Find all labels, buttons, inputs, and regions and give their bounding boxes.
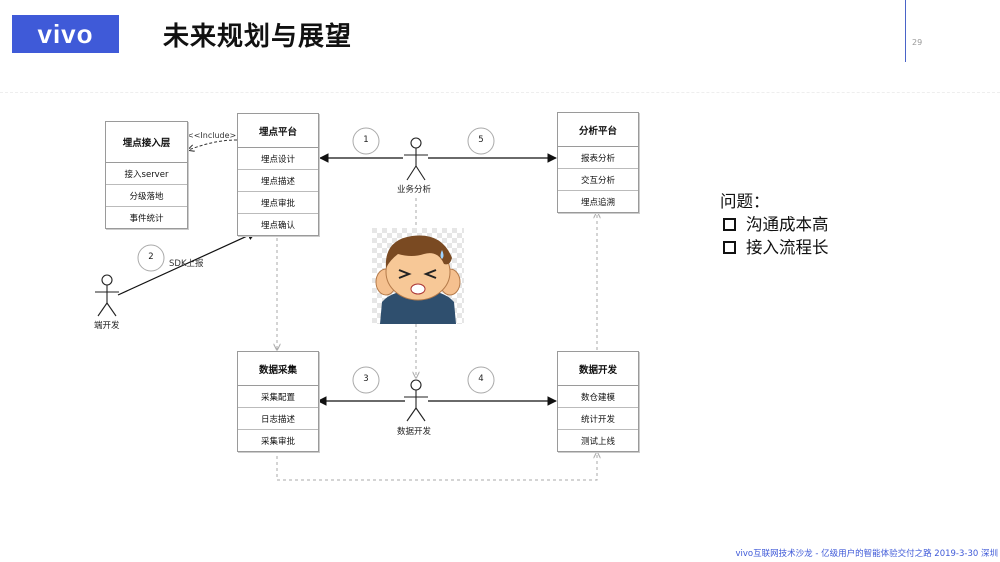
box-collect-title: 数据采集 bbox=[238, 352, 318, 386]
step-circle-3 bbox=[352, 366, 380, 394]
box-row: 埋点设计 bbox=[238, 148, 318, 170]
box-row: 分级落地 bbox=[106, 185, 187, 207]
sdk-label: SDK上报 bbox=[169, 259, 204, 269]
step-1: 1 bbox=[363, 135, 369, 145]
box-row: 接入server bbox=[106, 163, 187, 185]
actor-data-label: 数据开发 bbox=[397, 427, 432, 437]
box-data-collection: 数据采集 采集配置 日志描述 采集审批 bbox=[237, 351, 319, 452]
actor-client-icon bbox=[95, 274, 119, 317]
edge-client-to-platform bbox=[117, 231, 257, 296]
actor-biz-icon bbox=[404, 137, 428, 181]
box-row: 采集配置 bbox=[238, 386, 318, 408]
box-data-development: 数据开发 数仓建模 统计开发 测试上线 bbox=[557, 351, 639, 452]
checkbox-icon bbox=[723, 241, 736, 254]
box-row: 报表分析 bbox=[558, 147, 638, 169]
issue-item: 接入流程长 bbox=[720, 236, 829, 259]
box-analysis-platform: 分析平台 报表分析 交互分析 埋点追溯 bbox=[557, 112, 639, 213]
box-row: 埋点确认 bbox=[260, 220, 295, 231]
step-circle-4 bbox=[467, 366, 495, 394]
actor-data-icon bbox=[404, 379, 428, 422]
frustrated-face-illustration bbox=[372, 228, 464, 324]
step-3: 3 bbox=[363, 374, 369, 384]
box-row: 采集审批 bbox=[260, 436, 295, 447]
box-row: 交互分析 bbox=[558, 169, 638, 191]
flow-collect-to-dev bbox=[276, 450, 597, 481]
step-4: 4 bbox=[478, 374, 484, 384]
box-row: 埋点审批 bbox=[238, 192, 318, 214]
issue-text: 沟通成本高 bbox=[746, 215, 829, 234]
page-number: 29 bbox=[912, 38, 923, 47]
box-row: 事件统计 bbox=[129, 213, 164, 224]
checkbox-icon bbox=[723, 218, 736, 231]
box-row: 埋点追溯 bbox=[580, 197, 615, 208]
box-row: 数仓建模 bbox=[558, 386, 638, 408]
box-analysis-title: 分析平台 bbox=[558, 113, 638, 147]
step-circle-2 bbox=[137, 244, 165, 272]
step-circle-1 bbox=[352, 127, 380, 155]
box-platform-title: 埋点平台 bbox=[238, 114, 318, 148]
faint-divider bbox=[0, 92, 1000, 94]
box-dev-title: 数据开发 bbox=[558, 352, 638, 386]
include-edge bbox=[188, 139, 238, 150]
step-2: 2 bbox=[148, 252, 154, 262]
issue-text: 接入流程长 bbox=[746, 238, 829, 257]
vivo-logo: vivo bbox=[12, 15, 119, 53]
step-circle-5 bbox=[467, 127, 495, 155]
actor-client-label: 端开发 bbox=[94, 321, 120, 331]
header-divider bbox=[905, 0, 906, 62]
issues-panel: 问题： 沟通成本高 接入流程长 bbox=[720, 190, 829, 259]
issues-heading: 问题： bbox=[720, 192, 770, 211]
box-row: 日志描述 bbox=[238, 408, 318, 430]
actor-biz-label: 业务分析 bbox=[397, 185, 432, 195]
footer-text: vivo互联网技术沙龙 - 亿级用户的智能体验交付之路 2019-3-30 深圳 bbox=[735, 549, 999, 559]
step-5: 5 bbox=[478, 135, 484, 145]
slide-title: 未来规划与展望 bbox=[163, 22, 353, 52]
box-access-layer: 埋点接入层 接入server 分级落地 事件统计 bbox=[105, 121, 188, 229]
box-access-title: 埋点接入层 bbox=[106, 122, 187, 163]
box-row: 埋点描述 bbox=[238, 170, 318, 192]
box-row: 测试上线 bbox=[580, 436, 615, 447]
box-tracking-platform: 埋点平台 埋点设计 埋点描述 埋点审批 埋点确认 bbox=[237, 113, 319, 236]
include-label: <<Include>> bbox=[187, 131, 243, 140]
issue-item: 沟通成本高 bbox=[720, 213, 829, 236]
box-row: 统计开发 bbox=[558, 408, 638, 430]
